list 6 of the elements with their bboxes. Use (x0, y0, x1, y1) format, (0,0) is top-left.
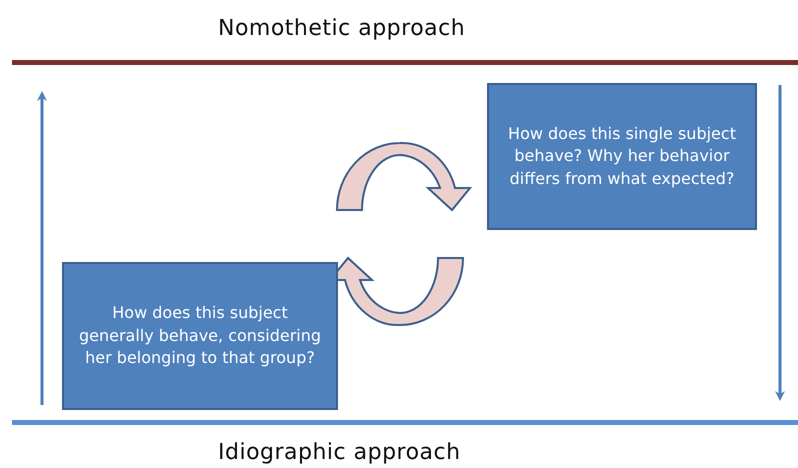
text-box (62, 262, 338, 410)
axis-heading: Nomothetic approach (218, 16, 466, 41)
axis-heading: Idiographic approach (218, 440, 461, 465)
question-text: How does this subject generally behave, considering her belonging to that group? (78, 302, 322, 370)
text-box (487, 83, 757, 230)
question-text: How does this single subject behave? Why her behavior differs from what expected? (507, 122, 737, 190)
